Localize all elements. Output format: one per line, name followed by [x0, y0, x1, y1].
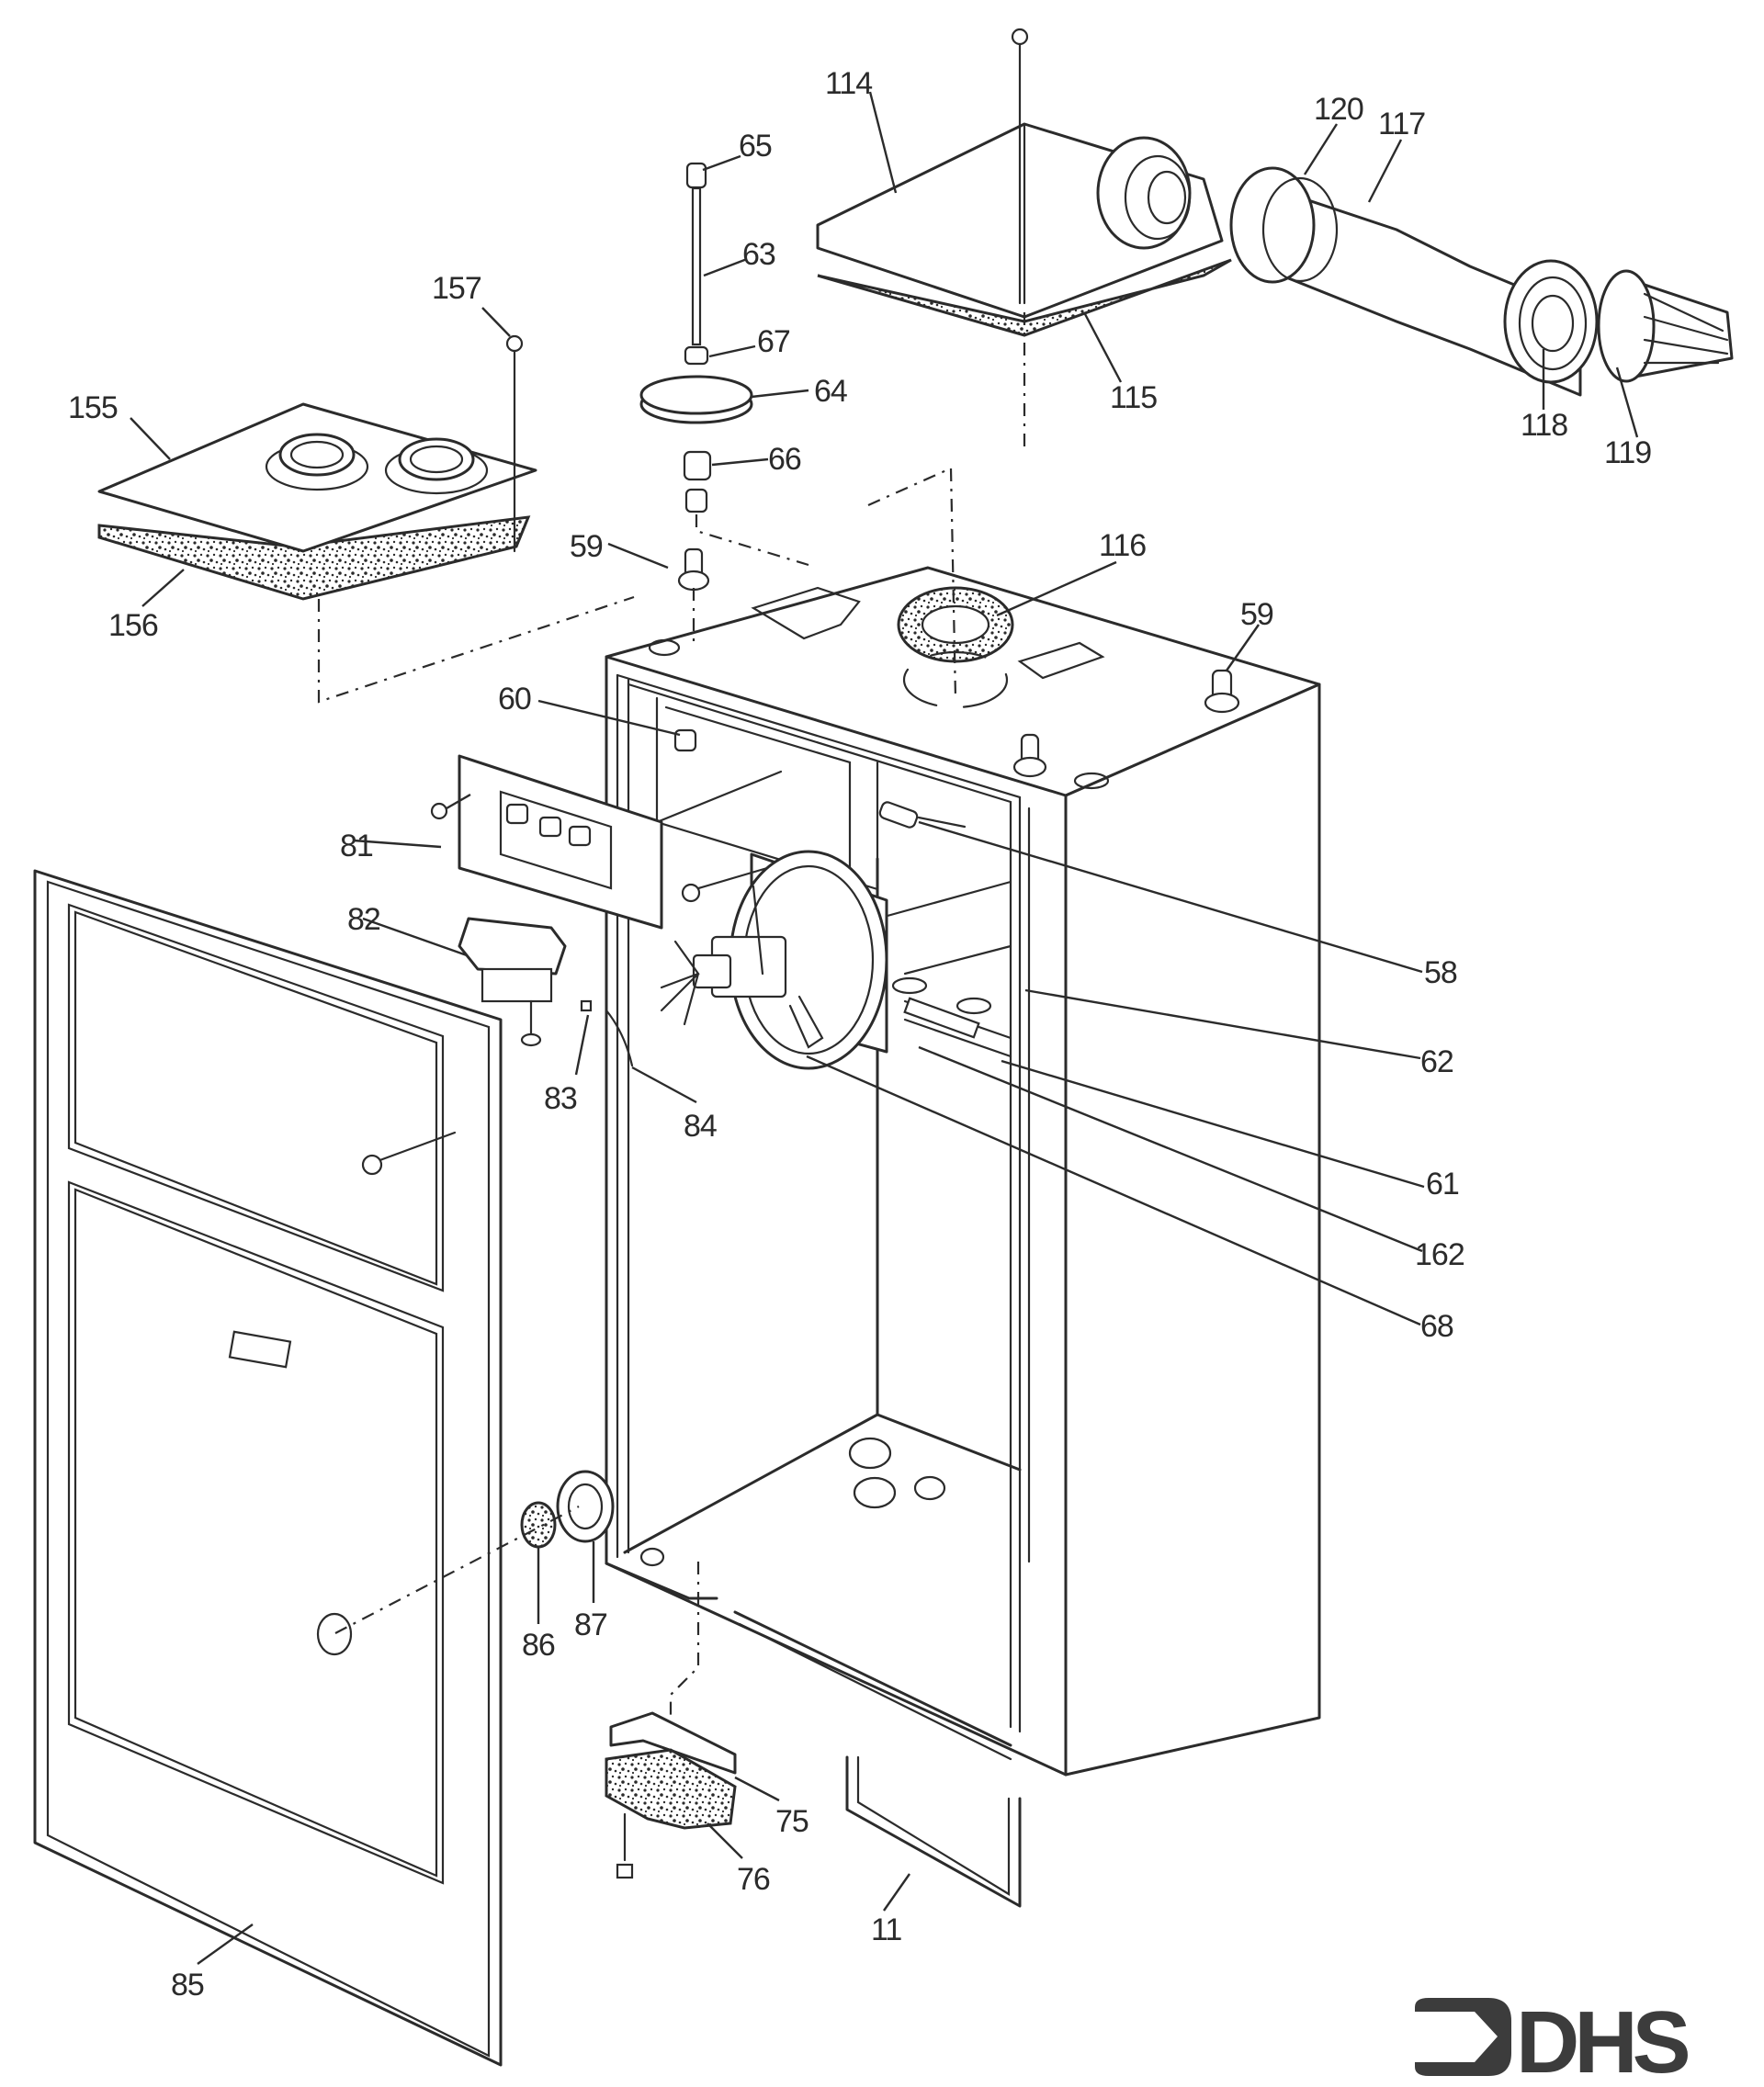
part-label-118: 118: [1521, 408, 1567, 443]
stud-top-right: [1204, 669, 1240, 714]
sight-glass-holder: [556, 1470, 615, 1543]
part-label-82: 82: [347, 902, 380, 937]
part-label-59-left: 59: [570, 529, 603, 564]
part-label-119: 119: [1604, 435, 1651, 470]
part-label-85: 85: [171, 1968, 204, 2002]
part-label-155: 155: [68, 390, 118, 425]
top-plate: [97, 402, 537, 601]
part-label-157: 157: [432, 271, 481, 306]
part-label-81: 81: [340, 829, 373, 863]
flue-hood: [816, 28, 1232, 337]
screw-157: [505, 334, 524, 553]
part-label-65: 65: [739, 129, 772, 164]
fitting-58: [878, 801, 967, 829]
part-label-75: 75: [775, 1804, 808, 1839]
part-labels: 114 120 117 65 63 157 155 67 64 115 118 …: [68, 66, 1652, 2002]
grommet: [580, 999, 593, 1012]
part-label-115: 115: [1110, 380, 1157, 415]
part-label-120: 120: [1314, 92, 1363, 127]
part-label-117: 117: [1378, 107, 1425, 141]
part-label-156: 156: [108, 608, 158, 643]
fan-assembly: [660, 850, 888, 1070]
part-label-64: 64: [814, 374, 847, 409]
flue-seal-ring: [897, 586, 1014, 709]
sight-glass: [520, 1501, 557, 1549]
part-label-86: 86: [522, 1628, 555, 1663]
bracket-assembly: [605, 1711, 737, 1879]
transformer: [458, 917, 567, 1047]
stud-stack: [639, 162, 753, 592]
part-label-11: 11: [871, 1912, 901, 1947]
handle: [845, 1755, 1022, 1908]
part-label-67: 67: [757, 324, 790, 359]
nut-60: [673, 728, 697, 752]
leader-lines: [130, 91, 1639, 1965]
terminal-guard: [1597, 269, 1734, 383]
logo-text: DHS: [1516, 1993, 1689, 2087]
control-panel: [430, 754, 663, 930]
part-label-60: 60: [498, 682, 531, 716]
part-label-66: 66: [768, 442, 801, 477]
part-label-63: 63: [742, 237, 775, 272]
part-label-116: 116: [1099, 528, 1146, 563]
front-door-panel: [33, 869, 503, 2067]
tube: [605, 1009, 634, 1067]
part-label-68: 68: [1420, 1309, 1453, 1344]
part-label-59-right: 59: [1240, 597, 1273, 632]
part-label-114: 114: [825, 66, 872, 101]
boiler-casing: [605, 566, 1321, 1777]
part-label-87: 87: [574, 1608, 607, 1642]
part-label-162: 162: [1415, 1237, 1464, 1272]
flue-duct: [1229, 166, 1599, 397]
part-label-58: 58: [1424, 955, 1457, 990]
part-label-76: 76: [737, 1862, 770, 1897]
part-label-61: 61: [1426, 1167, 1459, 1201]
part-label-84: 84: [684, 1109, 717, 1144]
part-label-83: 83: [544, 1081, 577, 1116]
stud-top-middle: [1012, 733, 1047, 778]
dhs-logo: DHS: [1415, 1993, 1694, 2087]
arrow-logo-icon: [1415, 1998, 1511, 2076]
part-label-62: 62: [1420, 1044, 1453, 1079]
